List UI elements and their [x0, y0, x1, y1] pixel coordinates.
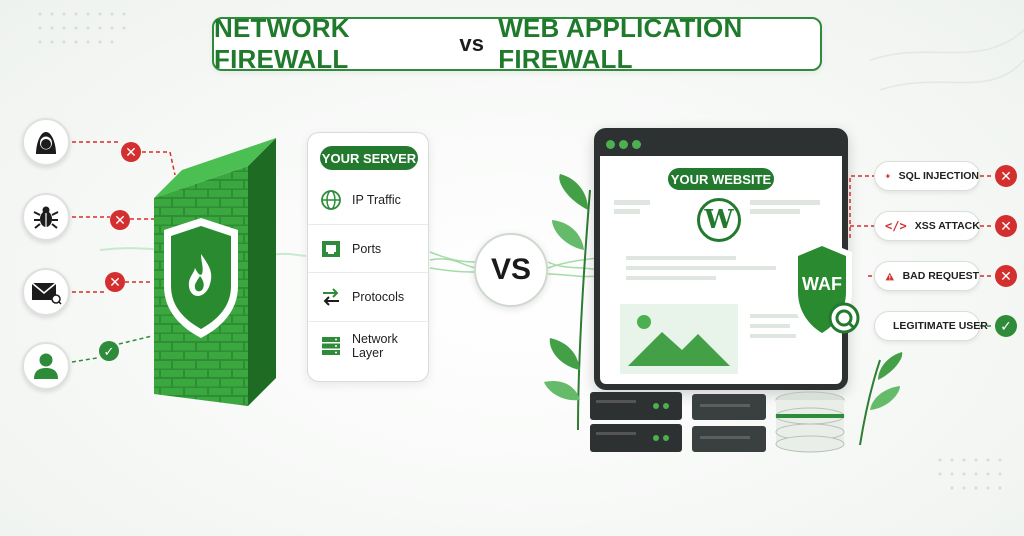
threat-bug [22, 193, 70, 241]
server-row-label: IP Traffic [352, 193, 401, 207]
title-vs: vs [459, 31, 485, 56]
server-row-label: Network Layer [352, 331, 398, 360]
vs-badge: VS [474, 233, 548, 307]
code-icon: </> [885, 219, 907, 233]
right-connectors [849, 175, 992, 327]
threat-legit-user [22, 342, 70, 390]
window-dot [619, 140, 628, 149]
leaf-decoration-right [859, 352, 903, 446]
website-header: YOUR WEBSITE [668, 168, 774, 190]
website-browser-window: YOUR WEBSITE W [594, 128, 848, 390]
allow-mark-legitimate-user: ✓ [995, 315, 1017, 337]
waf-threat-label: SQL INJECTION [898, 170, 979, 182]
title-network-firewall: NETWORK FIREWALL [214, 13, 350, 74]
title-web-application-firewall: WEB APPLICATION FIREWALL [498, 13, 743, 74]
server-row-label: Protocols [352, 289, 405, 304]
server-row-network-layer: Network Layer [308, 321, 430, 369]
server-rack-middle [692, 394, 766, 452]
wordpress-logo-icon: W [697, 198, 741, 242]
block-mark-email: ✕ [105, 272, 125, 292]
waf-threat-label: XSS ATTACK [914, 220, 980, 232]
arrows-exchange-icon [320, 286, 342, 308]
browser-titlebar [600, 134, 842, 156]
server-header: YOUR SERVER [320, 146, 418, 170]
magnifier-icon [828, 302, 860, 334]
server-card: YOUR SERVER IP Traffic Ports Protocols N… [307, 132, 430, 382]
waf-legitimate-user: LEGITIMATE USER [874, 311, 988, 341]
hacker-icon [36, 132, 56, 154]
block-mark-sql-injection: ✕ [995, 165, 1017, 187]
bug-icon [885, 174, 891, 178]
bug-icon [33, 206, 59, 229]
waf-threat-sql-injection: SQL INJECTION [874, 161, 980, 191]
waf-threat-label: LEGITIMATE USER [893, 320, 988, 332]
website-content-mock [614, 200, 820, 374]
ethernet-port-icon [320, 238, 342, 260]
waf-threat-label: BAD REQUEST [902, 270, 979, 282]
server-rack-left [590, 392, 682, 452]
title-banner: NETWORK FIREWALL vs WEB APPLICATION FIRE… [212, 13, 822, 74]
waf-threat-bad-request: BAD REQUEST [874, 261, 980, 291]
warning-icon [885, 272, 894, 280]
allow-mark-user: ✓ [99, 341, 119, 361]
server-row-protocols: Protocols [308, 272, 430, 320]
left-connectors [71, 141, 176, 363]
block-mark-xss-attack: ✕ [995, 215, 1017, 237]
server-row-ip-traffic: IP Traffic [308, 176, 430, 224]
block-mark-bug: ✕ [110, 210, 130, 230]
server-row-ports: Ports [308, 224, 430, 272]
threat-email [22, 268, 70, 316]
waf-threat-xss-attack: </> XSS ATTACK [874, 211, 980, 241]
server-rack-icon [320, 335, 342, 357]
window-dot [632, 140, 641, 149]
firewall-brick-wall [154, 138, 276, 406]
block-mark-bad-request: ✕ [995, 265, 1017, 287]
block-mark-hacker: ✕ [121, 142, 141, 162]
threat-hacker [22, 118, 70, 166]
user-icon [34, 353, 58, 379]
wordpress-logo-letter: W [704, 205, 734, 235]
malicious-email-icon [31, 282, 62, 305]
database-icon [775, 391, 845, 453]
leaf-decoration-left [544, 174, 591, 431]
waf-label: WAF [802, 274, 842, 294]
globe-icon [320, 189, 342, 211]
server-row-label: Ports [352, 241, 382, 256]
server-hardware [590, 391, 845, 453]
window-dot [606, 140, 615, 149]
